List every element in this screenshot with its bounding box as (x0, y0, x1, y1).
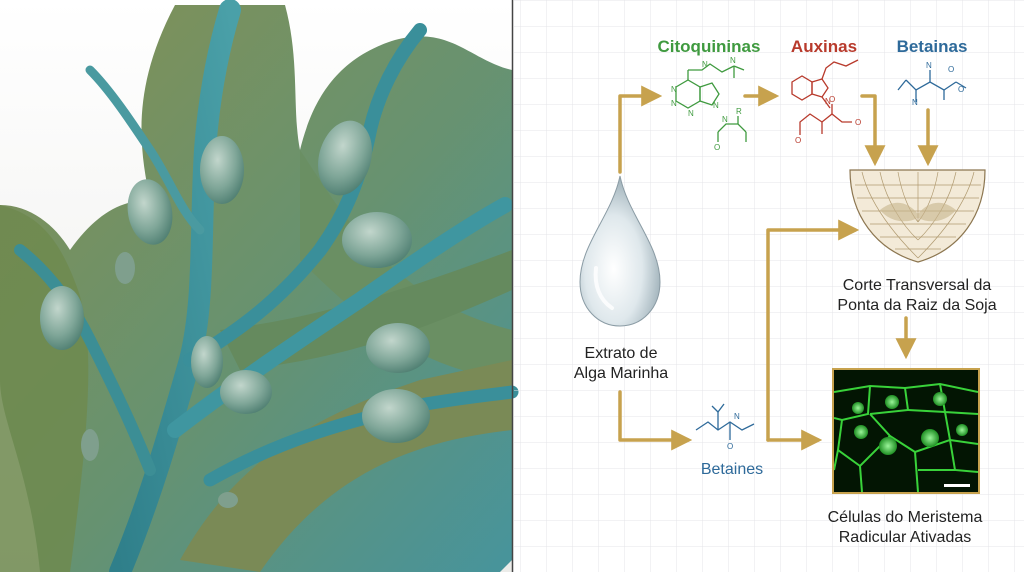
svg-text:N: N (671, 99, 677, 108)
svg-text:N: N (825, 97, 831, 106)
svg-text:N: N (702, 60, 708, 69)
extract-label-line1: Extrato de (585, 345, 658, 362)
flow-arrows (618, 85, 939, 451)
scale-bar (944, 484, 970, 487)
betaine-structure-icon-bottom (695, 403, 755, 440)
betaines-label: Betaines (701, 461, 763, 478)
cytokinins-label: Citoquininas (658, 37, 761, 56)
auxins-label: Auxinas (791, 37, 857, 56)
auxin-atom-labels: NO OO (795, 95, 861, 145)
svg-text:N: N (688, 109, 694, 118)
svg-text:N: N (912, 98, 918, 107)
svg-text:N: N (713, 101, 719, 110)
auxin-structure-icon (791, 59, 859, 135)
svg-text:O: O (829, 95, 835, 104)
betaine-atom-labels-top: N N O O (912, 61, 964, 107)
betainas-label: Betainas (897, 37, 968, 56)
cytokinin-structure-icon (675, 63, 747, 142)
svg-text:O: O (958, 85, 964, 94)
svg-text:N: N (722, 115, 728, 124)
svg-text:O: O (714, 143, 720, 152)
arrow-extract-to-betaines (618, 390, 693, 451)
arrow-auxins-to-root (860, 94, 886, 167)
arrow-betaines-to-root (766, 219, 860, 442)
root-tip-label-line2: Ponta da Raiz da Soja (837, 297, 996, 314)
svg-text:N: N (671, 85, 677, 94)
extract-label-line2: Alga Marinha (574, 365, 668, 382)
cells-label-line2: Radicular Ativadas (839, 529, 972, 546)
root-tip-label-line1: Corte Transversal da (843, 277, 992, 294)
svg-text:O: O (855, 118, 861, 127)
svg-text:O: O (948, 65, 954, 74)
svg-text:O: O (727, 442, 733, 451)
betaine-atom-labels-bottom: NO (727, 412, 740, 451)
water-droplet-icon (579, 175, 661, 327)
svg-text:R: R (736, 107, 742, 116)
arrow-extract-to-cytokinins (618, 85, 663, 174)
svg-text:N: N (734, 412, 740, 421)
svg-text:O: O (795, 136, 801, 145)
svg-text:N: N (926, 61, 932, 70)
cells-label-line1: Células do Meristema (828, 509, 983, 526)
betaine-structure-icon-top (897, 70, 967, 102)
fluorescent-cells (832, 368, 980, 494)
svg-text:N: N (730, 56, 736, 65)
root-tip-section (849, 169, 986, 263)
seaweed-photo (0, 0, 519, 577)
